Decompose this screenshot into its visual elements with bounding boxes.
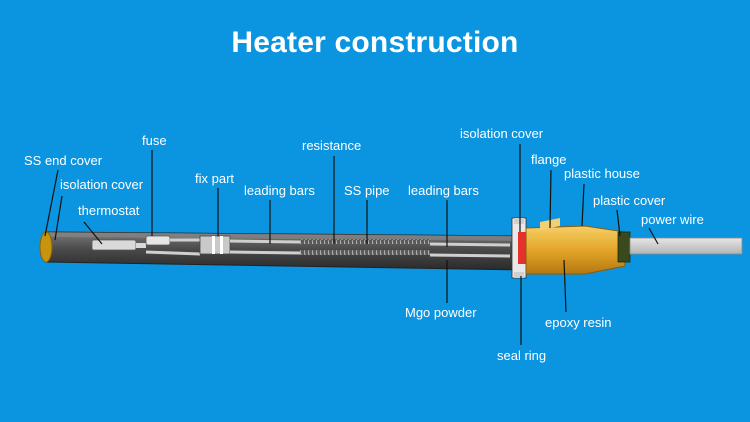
leader-lines [44, 144, 659, 345]
fuse-part [145, 235, 201, 256]
labels: SS end cover isolation cover thermostat … [24, 126, 704, 363]
resistance-coil [300, 239, 430, 255]
ss-pipe [45, 231, 527, 271]
diagram-title: Heater construction [231, 26, 519, 59]
label-flange: flange [531, 152, 566, 167]
plastic-cover [617, 231, 631, 263]
label-plastic-cover: plastic cover [593, 193, 666, 208]
label-epoxy-resin: epoxy resin [545, 315, 611, 330]
label-fuse: fuse [142, 133, 167, 148]
label-leading-bars-right: leading bars [408, 183, 479, 198]
label-resistance: resistance [302, 138, 361, 153]
plastic-house [525, 218, 626, 275]
thermostat-part [91, 239, 146, 251]
label-power-wire: power wire [641, 212, 704, 227]
label-leading-bars-left: leading bars [244, 183, 315, 198]
label-thermostat: thermostat [78, 203, 140, 218]
label-isolation-cover-left: isolation cover [60, 177, 144, 192]
label-ss-end-cover: SS end cover [24, 153, 103, 168]
label-seal-ring: seal ring [497, 348, 546, 363]
fix-part [199, 235, 231, 255]
ss-end-cover [39, 231, 53, 263]
leading-bars [229, 239, 511, 258]
label-plastic-house: plastic house [564, 166, 640, 181]
label-fix-part: fix part [195, 171, 234, 186]
power-wire [629, 237, 743, 255]
label-ss-pipe: SS pipe [344, 183, 390, 198]
label-isolation-cover-right: isolation cover [460, 126, 544, 141]
label-mgo-powder: Mgo powder [405, 305, 477, 320]
